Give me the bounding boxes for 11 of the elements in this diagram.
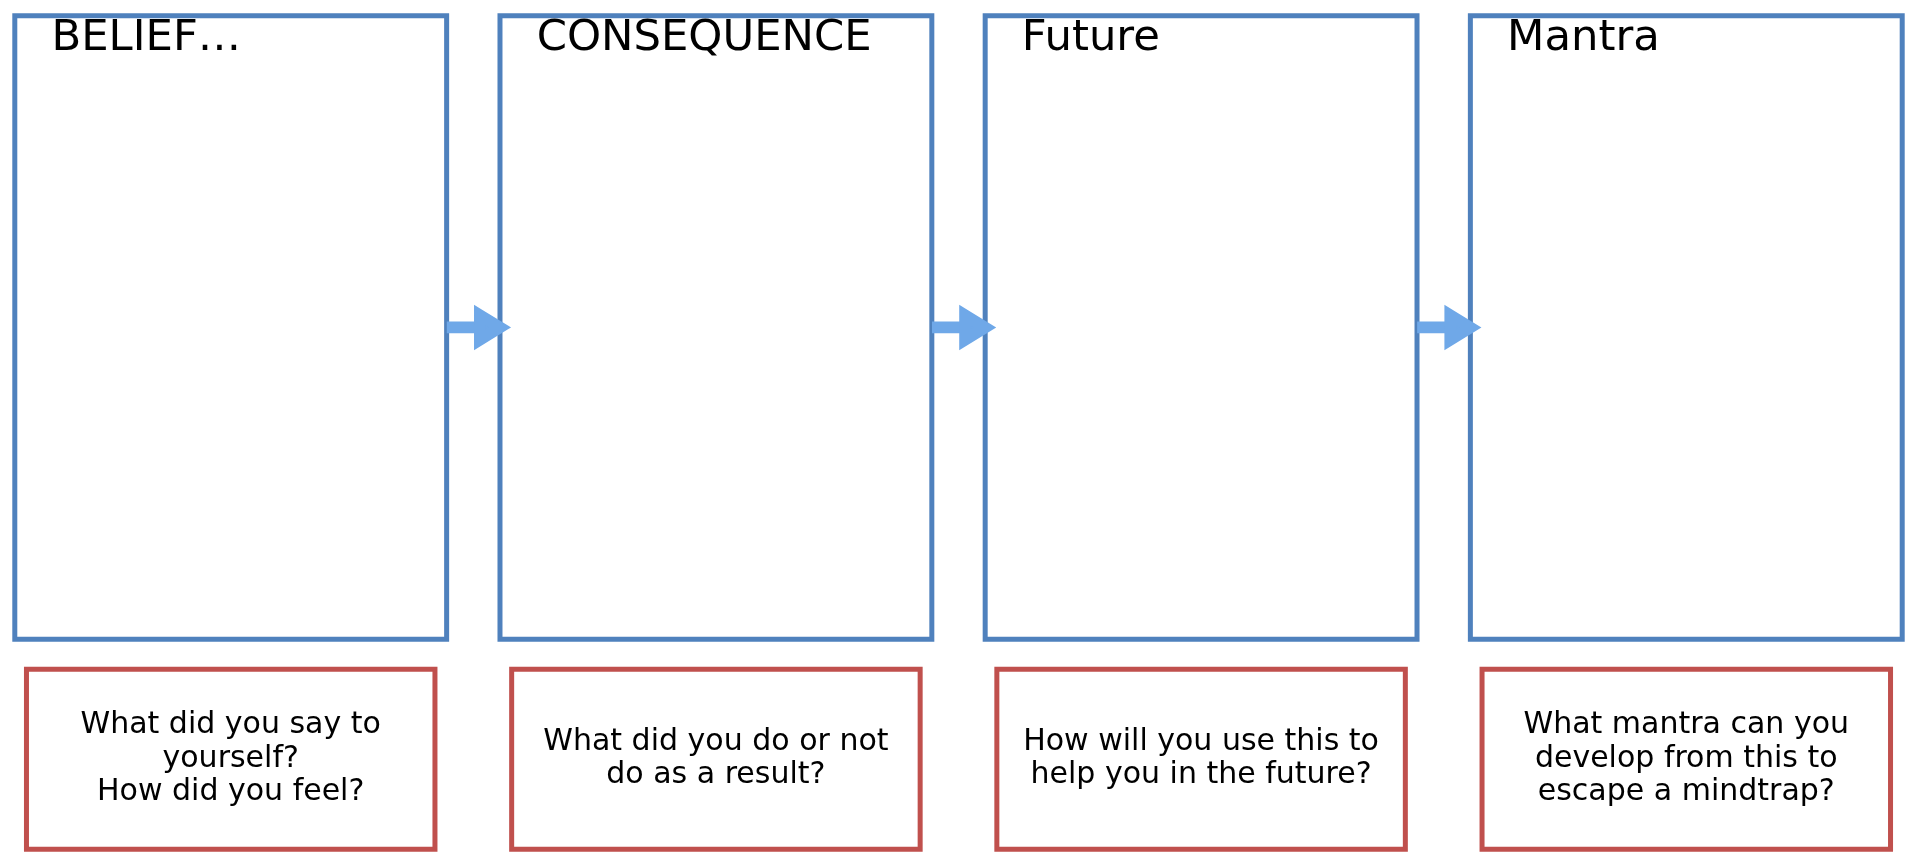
arrow: [931, 304, 997, 351]
node-box: Mantra: [1467, 13, 1905, 642]
node-box: What mantra can you develop from this to escape a mindtrap?: [1479, 666, 1894, 852]
node-box: How will you use this to help you in the future?: [994, 666, 1408, 852]
node-box: What did you say to yourself? How did you feel?: [23, 666, 438, 852]
node-box: What did you do or not do as a result?: [509, 666, 923, 852]
node-box: BELIEF…: [12, 13, 450, 642]
arrow: [446, 304, 512, 351]
node-box: CONSEQUENCE: [497, 13, 935, 642]
arrow: [1417, 304, 1482, 351]
node-box: Future: [982, 13, 1420, 642]
